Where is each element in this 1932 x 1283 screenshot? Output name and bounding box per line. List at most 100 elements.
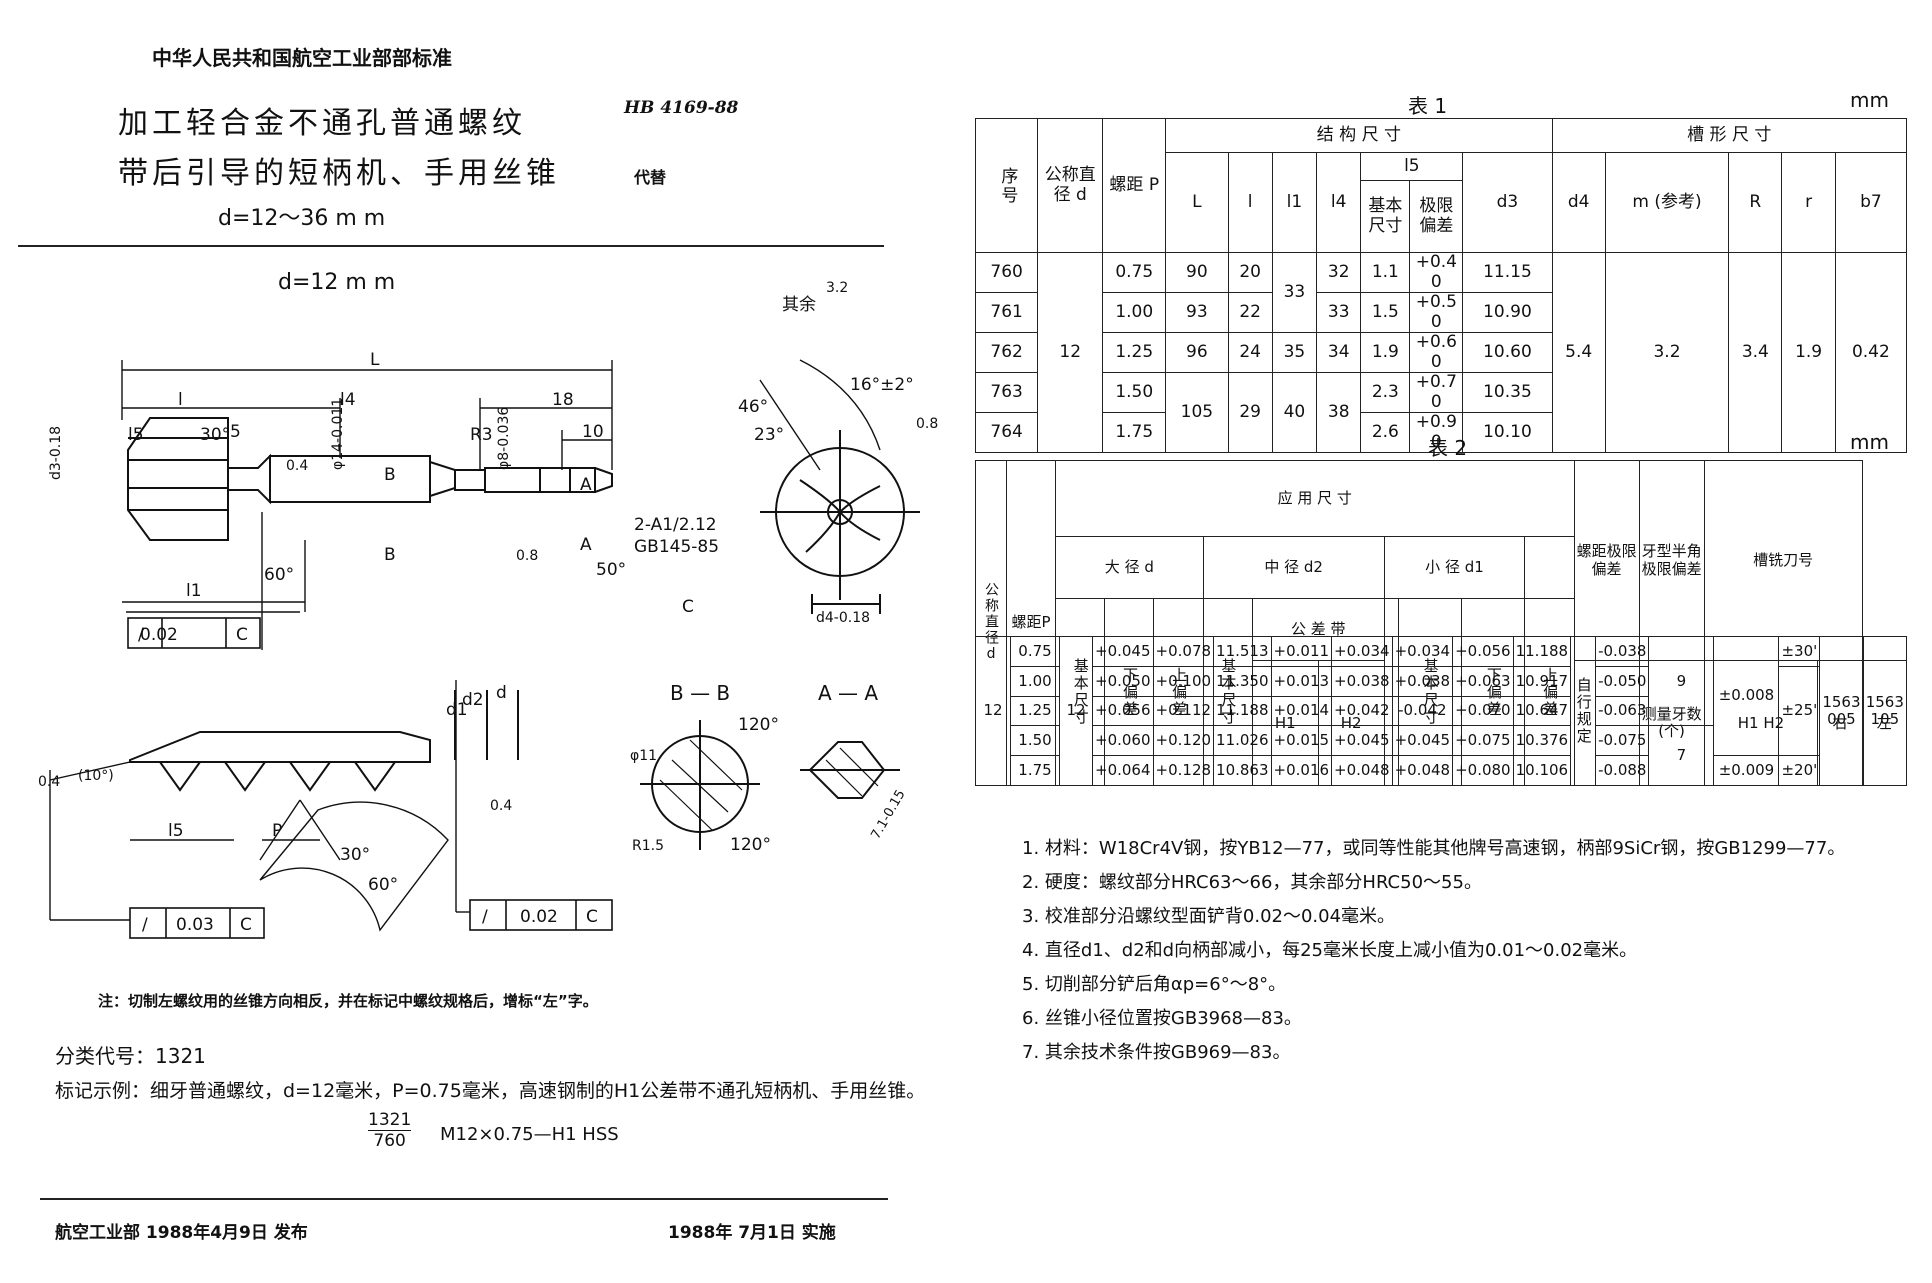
tol-datum-3: C: [586, 907, 598, 927]
label-l4: l4: [340, 390, 356, 410]
label-d8: φ8-0.036: [496, 407, 512, 470]
t2-dup-4: +0.128: [1152, 755, 1215, 786]
t2-d1up-4: -0.088: [1595, 755, 1650, 786]
t2-h1lo-4: +0.016: [1270, 755, 1333, 786]
tol-value-1: 0.02: [140, 625, 178, 645]
label-30-thread: 30°: [340, 845, 370, 865]
tol-datum-2: C: [240, 915, 252, 935]
t1-d3-4: 10.10: [1462, 412, 1553, 454]
label-5: 5: [230, 422, 241, 442]
t1-d3-3: 10.35: [1462, 372, 1553, 414]
t2-h-mid: 中 径 d2: [1202, 535, 1385, 600]
label-d4: d4-0.18: [816, 610, 870, 626]
t1-b-0: 1.1: [1360, 251, 1411, 294]
tol-symbol-1: /: [138, 625, 144, 645]
t2-d1up-3: -0.075: [1595, 725, 1650, 757]
t1-dev-0: +0.4 0: [1409, 251, 1464, 294]
t1-p-3: 1.50: [1102, 372, 1167, 414]
tol-symbol-2: /: [142, 915, 148, 935]
t1-l1-3: 40: [1271, 372, 1318, 454]
t2-h2lo-1: +0.038: [1391, 665, 1454, 697]
t1-l4-3: 38: [1316, 372, 1362, 454]
title-line-2: 带后引导的短柄机、手用丝锥: [118, 156, 560, 191]
t2-d1up-2: -0.063: [1595, 695, 1650, 727]
t2-h1up-3: +0.045: [1331, 725, 1393, 757]
t2-cut-left: 1563 105: [1862, 636, 1908, 786]
label-120deg-a: 120°: [738, 715, 779, 735]
t2-h-cutter: 槽铣刀号: [1703, 459, 1863, 662]
t1-h-b7: b7: [1834, 152, 1908, 253]
t2-d1-0: 11.188: [1512, 636, 1572, 667]
t1-d3-2: 10.60: [1462, 332, 1553, 374]
t2-h-halfangle: 牙型半角极限偏差: [1638, 459, 1705, 662]
example-fraction: 1321 760: [368, 1110, 412, 1151]
t1-d4: 5.4: [1551, 251, 1606, 454]
t1-d3-1: 10.90: [1462, 292, 1553, 334]
tol-value-2: 0.03: [176, 915, 214, 935]
label-d1: d1: [446, 700, 468, 720]
label-B-top: B: [384, 465, 396, 485]
t1-b7: 0.42: [1834, 251, 1908, 454]
section-aa-label: A — A: [818, 681, 878, 705]
section-bb-label: B — B: [670, 681, 730, 705]
table2-unit: mm: [1850, 430, 1889, 454]
t1-b-4: 2.6: [1360, 412, 1411, 454]
t1-p-4: 1.75: [1102, 412, 1167, 454]
t1-b-3: 2.3: [1360, 372, 1411, 414]
thread-profile: [49, 680, 519, 932]
technical-notes: 1. 材料：W18Cr4V钢，按YB12—77，或同等性能其他牌号高速钢，柄部9…: [1022, 832, 1845, 1070]
t2-d1-1: 10.917: [1512, 665, 1572, 697]
t1-b-2: 1.9: [1360, 332, 1411, 374]
technical-drawing: L l l4 18 10 5 30° 60° 50° l5 l1 R3 B B …: [38, 280, 938, 939]
t1-dev-1: +0.5 0: [1409, 292, 1464, 334]
t1-l1-2: 35: [1271, 332, 1318, 374]
t2-h1lo-3: +0.015: [1270, 725, 1333, 757]
label-60deg: 60°: [264, 565, 294, 585]
t2-h-major: 大 径 d: [1055, 535, 1204, 600]
t1-L-0: 90: [1165, 251, 1229, 294]
t2-dlo-2: +0.056: [1092, 695, 1154, 727]
t2-pdev1: ±0.008: [1713, 635, 1780, 757]
t1-l-2: 24: [1227, 332, 1273, 374]
title-range: d=12～36 m m: [218, 206, 386, 231]
footnote: 注：切制左螺纹用的丝锥方向相反，并在标记中螺纹规格后，增标“左”字。: [98, 992, 598, 1010]
label-l5-thread: l5: [168, 821, 184, 841]
t2-nominal: 12: [975, 636, 1011, 786]
note-7: 7. 其余技术条件按GB969—83。: [1022, 1042, 1291, 1063]
t1-nominal: 12: [1037, 251, 1104, 454]
t2-d2-4: 10.863: [1213, 755, 1272, 786]
t2-count9: 9: [1648, 635, 1715, 727]
label-d: d: [496, 683, 507, 703]
t2-dlo-1: +0.050: [1092, 665, 1154, 697]
center-note: 2-A1/2.12: [634, 515, 717, 535]
t1-dev-4: +0.9 0: [1409, 412, 1464, 454]
t2-dlo-4: +0.064: [1092, 755, 1154, 786]
t1-l4-1: 33: [1316, 292, 1362, 334]
label-r04-b: 0.4: [38, 774, 60, 790]
t2-h1up-0: +0.034: [1331, 636, 1393, 667]
t2-p-0: 0.75: [1010, 636, 1060, 667]
t2-dup-3: +0.120: [1152, 725, 1215, 757]
t2-h-app: 应 用 尺 寸: [1055, 460, 1575, 537]
t1-h-struct: 结 构 尺 寸: [1165, 118, 1553, 153]
t1-h-d3: d3: [1462, 152, 1553, 253]
label-l5: l5: [128, 425, 144, 445]
marking-example: 标记示例：细牙普通螺纹，d=12毫米，P=0.75毫米，高速钢制的H1公差带不通…: [55, 1080, 926, 1102]
t1-seq-4: 764: [974, 412, 1039, 454]
section-aa: [800, 741, 900, 799]
t1-l-3: 29: [1227, 372, 1273, 454]
label-d3: d3-0.18: [48, 426, 64, 480]
t1-h-d4: d4: [1551, 152, 1606, 253]
label-r04-a: 0.4: [286, 458, 308, 474]
table1-title: 表 1: [1408, 94, 1448, 118]
title-line-1: 加工轻合金不通孔普通螺纹: [118, 106, 526, 141]
label-A-bot: A: [580, 535, 592, 555]
label-l: l: [178, 390, 183, 410]
t1-d3-0: 11.15: [1462, 251, 1553, 294]
t2-h2lo-0: +0.034: [1391, 636, 1454, 667]
label-L: L: [370, 350, 380, 370]
t2-h2lo-4: +0.048: [1391, 755, 1454, 786]
t1-b-1: 1.5: [1360, 292, 1411, 334]
t2-dlo-0: +0.045: [1092, 636, 1154, 667]
t2-half-4: ±20': [1778, 755, 1821, 786]
